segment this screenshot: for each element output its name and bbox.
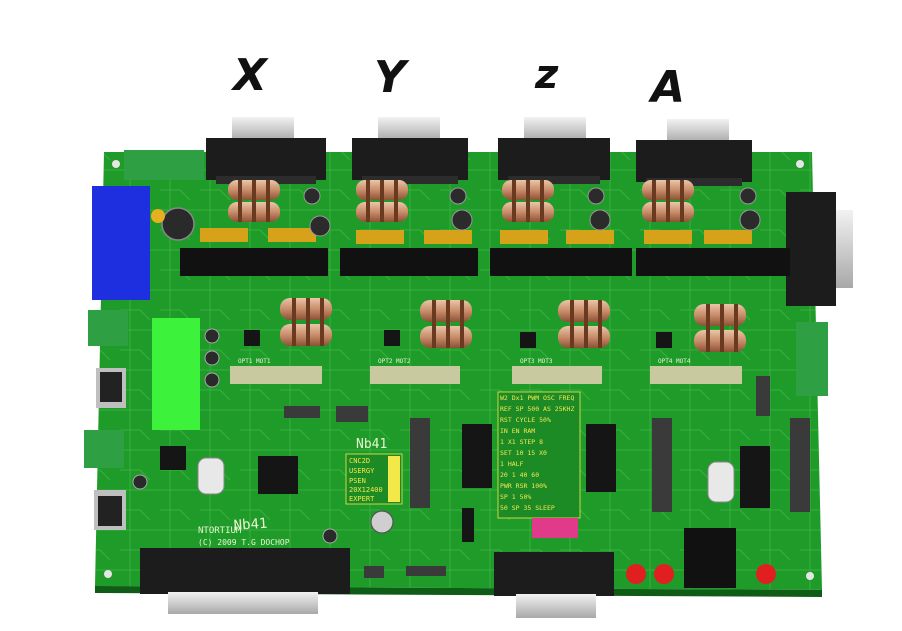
- config-row-5: SET 10 15 X0: [500, 449, 547, 457]
- db-connector-bottom-small: [494, 552, 614, 618]
- small-ics-middle: [244, 330, 672, 348]
- microcontroller-chip: [258, 456, 298, 494]
- config-row-9: SP 1 50%: [500, 493, 531, 501]
- axis-label-y: Y: [374, 52, 406, 103]
- hdr-label-3: OPT3 MOT3: [520, 358, 553, 365]
- mounting-holes: [104, 160, 814, 580]
- config-row-0: W2 Dx1 PWM OSC FREQ: [500, 394, 574, 402]
- terminal-block-left-2: [84, 430, 124, 468]
- terminal-block-right: [796, 322, 828, 396]
- config-row-3: IN EN RAM: [500, 427, 535, 435]
- axis-label-z: z: [535, 52, 559, 98]
- left-small-parts: [132, 328, 338, 544]
- opto-header-labels: OPT1 MOT1 OPT2 MOT2 OPT3 MOT3 OPT4 MOT4: [238, 358, 691, 365]
- crystal-oscillator: [197, 457, 225, 495]
- config-row-10: 50 SP 35 SLEEP: [500, 504, 555, 512]
- version-silk-mid: Nb41: [356, 437, 387, 452]
- small-caps-top: [303, 187, 761, 237]
- config-row-1: REF SP 500 AS 25KHZ: [500, 405, 574, 413]
- driver-heatsink-z: [490, 248, 632, 276]
- db-connector-y: [352, 117, 468, 184]
- inductors-top: [228, 180, 694, 222]
- mode-row-1: USERGY: [349, 467, 375, 475]
- mode-row-3: 20X12400: [349, 486, 383, 494]
- dip-ics: [462, 424, 770, 542]
- mode-row-0: CNC2D: [349, 457, 370, 465]
- config-table: W2 Dx1 PWM OSC FREQ REF SP 500 AS 25KHZ …: [497, 391, 581, 519]
- driver-heatsink-y: [340, 248, 478, 276]
- top-yellow-caps: [200, 228, 752, 244]
- config-row-4: 1 X1 STEP 8: [500, 438, 543, 446]
- mode-row-4: EXPERT: [349, 495, 375, 503]
- hdr-label-1: OPT1 MOT1: [238, 358, 271, 365]
- red-leds: [626, 564, 776, 584]
- axis-label-x: X: [233, 50, 267, 101]
- regulator-1: [96, 368, 126, 408]
- mode-table: CNC2D USERGY PSEN 20X12400 EXPERT: [345, 453, 403, 505]
- hdr-label-2: OPT2 MOT2: [378, 358, 411, 365]
- axis-label-a: A: [651, 62, 686, 113]
- ic-small-left: [160, 446, 186, 470]
- db-connector-right: [786, 192, 853, 306]
- hdr-label-4: OPT4 MOT4: [658, 358, 691, 365]
- capacitor-yellow: [151, 209, 165, 223]
- config-row-2: RST CYCLE 50%: [500, 416, 551, 424]
- db-connector-z: [498, 117, 610, 184]
- driver-heatsink-a: [636, 248, 790, 276]
- inductors-middle: [280, 298, 746, 352]
- capacitor-large: [161, 207, 195, 241]
- brand-silk: NTORTIUM: [198, 526, 242, 536]
- mode-row-2: PSEN: [349, 477, 366, 485]
- terminal-block-top-green: [124, 150, 204, 180]
- pin-headers: [284, 376, 810, 578]
- db-connector-x: [206, 117, 326, 184]
- pink-header: [532, 518, 578, 538]
- driver-heatsink-x: [180, 248, 328, 276]
- terminal-block-blue: [92, 186, 150, 300]
- crystal-oscillator-right: [707, 461, 735, 503]
- opto-headers: [230, 366, 742, 384]
- version-silk-tilted: Nb41: [233, 516, 268, 534]
- relay-box: [684, 528, 736, 588]
- terminal-block-lime: [152, 318, 200, 430]
- db-connector-bottom-large: [140, 548, 350, 614]
- regulator-2: [94, 490, 126, 530]
- terminal-block-left-1: [88, 310, 128, 346]
- db-connector-a: [636, 119, 752, 186]
- config-row-8: PWR RSR 100%: [500, 482, 547, 490]
- potentiometer: [370, 510, 394, 534]
- config-row-6: 1 HALF: [500, 460, 524, 468]
- copyright-silk: (C) 2009 T.G DOCHOP: [198, 538, 290, 547]
- config-row-7: 20 1 40 60: [500, 471, 539, 479]
